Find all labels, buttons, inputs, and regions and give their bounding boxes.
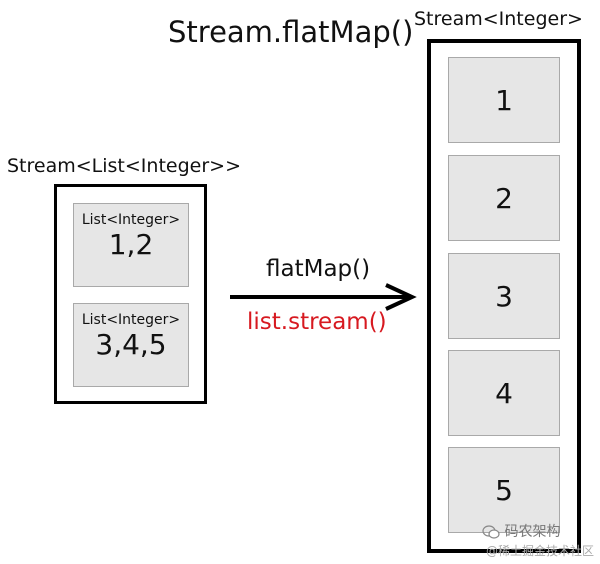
diagram-title: Stream.flatMap() <box>168 15 414 49</box>
source-list-box: List<Integer> 3,4,5 <box>73 303 189 387</box>
list-type-label: List<Integer> <box>81 212 181 228</box>
result-item: 4 <box>448 350 560 436</box>
mapper-expression: list.stream() <box>247 309 387 335</box>
watermark-primary: 码农架构 <box>482 523 560 541</box>
operation-label: flatMap() <box>266 256 371 282</box>
source-stream-type-label: Stream<List<Integer>> <box>7 155 241 177</box>
wechat-icon <box>482 525 500 539</box>
list-values: 1,2 <box>108 228 154 261</box>
result-item: 5 <box>448 447 560 533</box>
result-item: 2 <box>448 155 560 241</box>
source-stream-container: List<Integer> 1,2 List<Integer> 3,4,5 <box>54 184 207 404</box>
source-list-box: List<Integer> 1,2 <box>73 203 189 287</box>
list-values: 3,4,5 <box>95 328 167 361</box>
result-item: 3 <box>448 253 560 339</box>
result-stream-container: 1 2 3 4 5 <box>427 39 581 553</box>
watermark-text: 码农架构 <box>504 524 561 540</box>
arrow-right-icon <box>230 283 417 311</box>
list-type-label: List<Integer> <box>81 312 181 328</box>
result-stream-type-label: Stream<Integer> <box>414 8 583 30</box>
result-item: 1 <box>448 57 560 143</box>
watermark-secondary: @稀土掘金技术社区 <box>486 544 595 558</box>
